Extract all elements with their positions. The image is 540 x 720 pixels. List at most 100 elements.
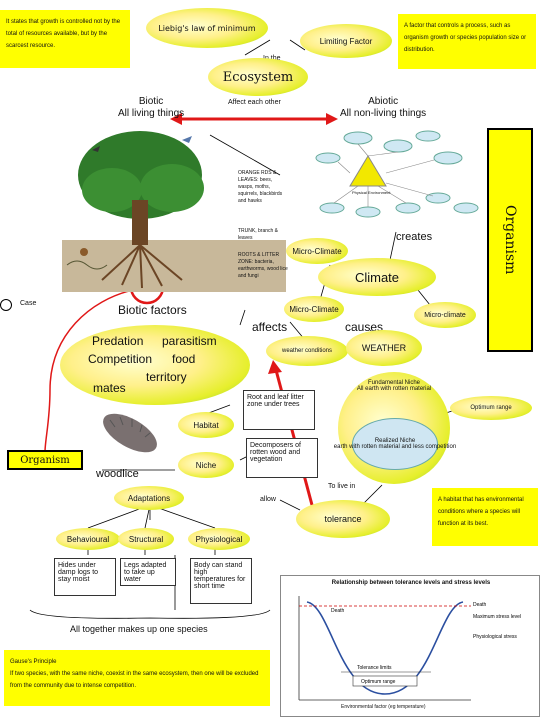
- bird-icon: [182, 136, 192, 143]
- tolerance-limits-label: Tolerance limits: [357, 665, 392, 671]
- territory-label: territory: [146, 370, 187, 384]
- tree-note-mid: TRUNK, branch & leaves: [238, 228, 279, 241]
- tree-trunk: [132, 200, 148, 245]
- parasitism-label: parasitism: [162, 334, 217, 348]
- food-label: food: [172, 352, 196, 366]
- decomposers-box: Decomposers of rotten wood and vegetatio…: [246, 438, 318, 478]
- organism-box-label: Organism: [20, 454, 70, 466]
- biotic-label: Biotic All living things: [118, 96, 185, 119]
- tolerance-cloud: tolerance: [296, 500, 390, 538]
- behavioural-label: Behavioural: [66, 534, 110, 544]
- animal-icon: [80, 248, 88, 256]
- micro-climate-label-1: Micro-Climate: [292, 246, 342, 256]
- weather-cloud: WEATHER: [346, 330, 422, 366]
- to-live-in-label: To live in: [328, 483, 356, 490]
- connector: [244, 39, 271, 56]
- pyramid: [349, 155, 387, 187]
- niche-label: Niche: [195, 460, 217, 470]
- tolerance-curve: [306, 601, 464, 695]
- optimum-cloud: Optimum range: [450, 396, 532, 420]
- organism-sidebar-label: Organism: [502, 205, 518, 275]
- affects-label: affects: [252, 320, 288, 334]
- connector: [389, 231, 397, 261]
- connector: [289, 39, 306, 51]
- case-label: Case: [20, 300, 37, 307]
- behavioural-cloud: Behavioural: [56, 528, 120, 550]
- competition-label: Competition: [88, 352, 153, 366]
- structural-box: Legs adapted to take up water: [120, 558, 176, 586]
- bubble: [395, 202, 421, 214]
- red-arrow-tolerance-head: [268, 360, 282, 374]
- bubble: [343, 131, 373, 145]
- red-curve: [44, 289, 134, 453]
- woodlouse-body: [103, 413, 157, 453]
- climate-cloud: Climate: [318, 258, 436, 296]
- abiotic-label: Abiotic All non-living things: [340, 96, 427, 119]
- arrow-head-left: [170, 113, 182, 125]
- allow-label: allow: [260, 496, 276, 503]
- habitat-cloud: Habitat: [178, 412, 234, 438]
- micro-climate-label-2: Micro-Climate: [289, 304, 339, 314]
- tree-canopy-left: [82, 168, 142, 212]
- optimum-range-label: Optimum range: [361, 679, 396, 685]
- woodlice-label: woodlice: [96, 468, 139, 480]
- predation-label: Predation: [92, 334, 144, 348]
- limiting-factor-label: Limiting Factor: [319, 36, 373, 46]
- creates-label: creates: [396, 231, 433, 243]
- fundamental-niche-label: Fundamental Niche All earth with rotten …: [356, 380, 432, 392]
- pyramid-label: Physical Environment: [352, 190, 391, 195]
- physiological-cloud: Physiological: [188, 528, 250, 550]
- legs-text: Legs adapted to take up water: [124, 562, 167, 583]
- physiological-stress-label: Physiological stress: [473, 634, 517, 640]
- woodlouse-image: [90, 405, 170, 460]
- adaptations-label: Adaptations: [127, 493, 171, 503]
- brace: [29, 609, 271, 619]
- structural-cloud: Structural: [118, 528, 174, 550]
- ecosystem-cloud: Ecosystem: [208, 58, 308, 96]
- bubble: [433, 151, 463, 165]
- chart-xlabel: Environmental factor (eg temperature): [341, 704, 426, 710]
- liebig-cloud: Liebig's law of minimum: [146, 8, 268, 48]
- chart-title: Relationship between tolerance levels an…: [331, 580, 491, 586]
- abiotic-svg: [315, 130, 479, 218]
- affect-each-other-label: Affect each other: [228, 99, 281, 106]
- bubble: [425, 192, 451, 204]
- soil: [62, 240, 286, 292]
- connector: [239, 309, 246, 326]
- mates-label: mates: [93, 381, 126, 395]
- realized-niche: Realized Niche earth with rotten materia…: [334, 418, 456, 470]
- optimum-range-box: [352, 675, 418, 687]
- structural-label: Structural: [128, 534, 164, 544]
- organism-box: Organism: [7, 450, 83, 470]
- habitat-label: Habitat: [193, 420, 219, 430]
- diagram-links: [333, 143, 435, 207]
- case-circle: [0, 299, 12, 311]
- all-together-label: All together makes up one species: [70, 624, 208, 634]
- bubble: [319, 202, 345, 214]
- body-text: Body can stand high temperatures for sho…: [194, 562, 246, 590]
- bird-icon: [92, 146, 100, 152]
- note-limiting-factor-definition: A factor that controls a process, such a…: [398, 14, 536, 69]
- micro-climate-label-3: Micro-climate: [424, 311, 466, 319]
- micro-climate-cloud-3: Micro-climate: [414, 302, 476, 328]
- climate-label: Climate: [354, 269, 400, 285]
- tolerance-chart: Relationship between tolerance levels an…: [280, 575, 540, 717]
- biotic-factors-cloud: [60, 325, 250, 405]
- bubble: [383, 139, 413, 153]
- organism-sidebar: Organism: [487, 128, 533, 352]
- bubble: [315, 152, 341, 164]
- tree-canopy-right: [140, 164, 204, 212]
- hides-text: Hides under damp logs to stay moist: [58, 562, 99, 583]
- limiting-factor-cloud: Limiting Factor: [300, 24, 392, 58]
- worm-icon: [66, 260, 108, 270]
- micro-climate-cloud-1: Micro-Climate: [286, 238, 348, 264]
- micro-climate-cloud-2: Micro-Climate: [284, 296, 344, 322]
- adaptations-cloud: Adaptations: [114, 486, 184, 510]
- optimum-label: Optimum range: [470, 405, 512, 411]
- tree-svg: [62, 131, 286, 292]
- conditions-label: weather conditions: [281, 348, 333, 354]
- woodlouse-svg: [103, 413, 157, 453]
- decomposers-text: Decomposers of rotten wood and vegetatio…: [250, 442, 301, 463]
- connector: [279, 499, 301, 511]
